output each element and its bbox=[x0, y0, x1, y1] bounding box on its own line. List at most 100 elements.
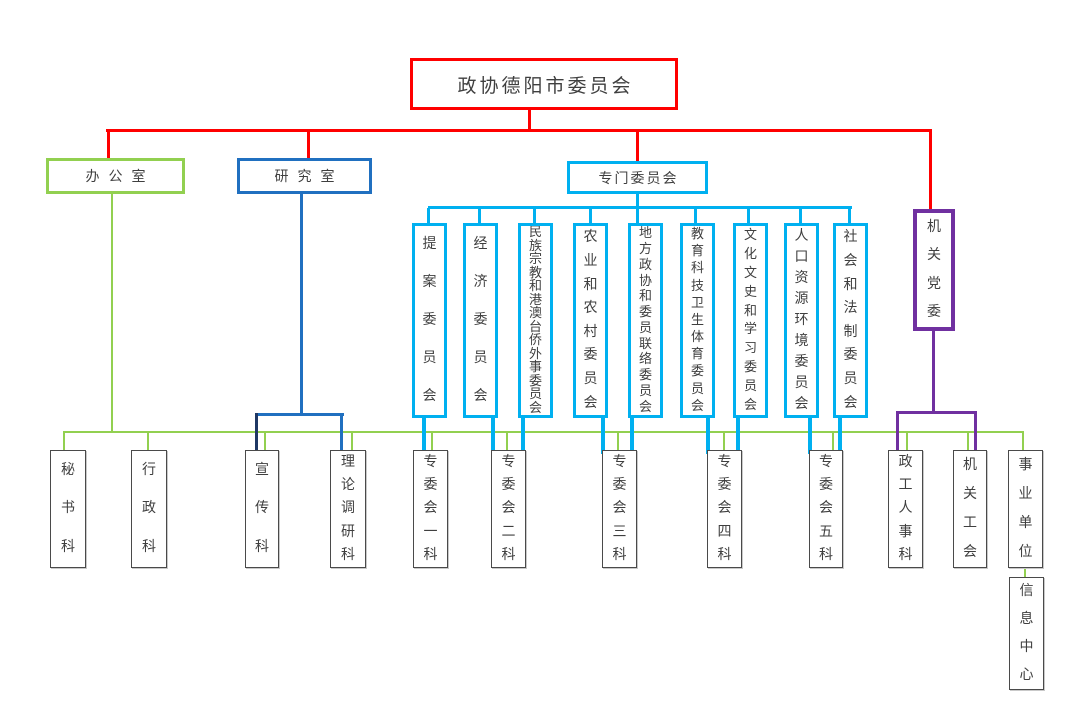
dept-box-zhuanweihui-5: 专委会五科 bbox=[809, 450, 843, 568]
dept-box-union: 机关工会 bbox=[953, 450, 987, 568]
dept-label: 信息中心 bbox=[1019, 583, 1034, 683]
connector-bus-to-xingzhengke bbox=[147, 433, 149, 452]
org-box-party-committee-label: 机关党委 bbox=[927, 218, 941, 321]
committee-box-ethnic-religious-foreign: 民族宗教和港澳台侨外事委员会 bbox=[518, 223, 553, 418]
org-box-special-committees-label: 专门委员会 bbox=[598, 170, 679, 187]
connector-bus-to-committee-1 bbox=[427, 208, 430, 223]
connector-bus-to-committee-9 bbox=[848, 208, 851, 223]
committee-label: 教育科技卫生体育委员会 bbox=[690, 227, 704, 414]
connector-research-to-lilundiaoyanke bbox=[340, 413, 343, 452]
committee-label: 文化文史和学习委员会 bbox=[743, 227, 757, 413]
connector-committee7-to-ke4 bbox=[736, 418, 740, 454]
connector-bus-to-mishuke bbox=[63, 431, 65, 452]
dept-box-info-center: 信息中心 bbox=[1009, 577, 1044, 690]
connector-bus-to-zhenggongrenshike bbox=[906, 433, 908, 452]
connector-committee3-to-ke2 bbox=[521, 418, 525, 454]
dept-label: 专委会四科 bbox=[717, 454, 732, 563]
connector-bus-to-lilundiaoyanke bbox=[351, 433, 353, 452]
connector-committee2-to-ke2 bbox=[491, 418, 495, 454]
connector-root-drop bbox=[528, 110, 531, 131]
dept-label: 专委会五科 bbox=[819, 454, 833, 563]
connector-committee4-to-ke3 bbox=[601, 418, 605, 454]
connector-committee9-to-ke5 bbox=[838, 418, 842, 454]
committee-box-agriculture-rural: 农业和农村委员会 bbox=[573, 223, 608, 418]
dept-box-zhuanweihui-4: 专委会四科 bbox=[707, 450, 742, 568]
connector-research-to-xuanchuanke bbox=[255, 413, 258, 452]
committee-box-society-law: 社会和法制委员会 bbox=[833, 223, 868, 418]
connector-bottom-bus bbox=[63, 431, 1023, 433]
dept-label: 专委会一科 bbox=[423, 454, 438, 563]
connector-bus-to-xuanchuanke bbox=[264, 433, 266, 452]
org-box-office-label: 办公室 bbox=[85, 169, 155, 185]
committee-box-local-cppcc-liaison: 地方政协和委员联络委员会 bbox=[628, 223, 663, 418]
connector-party-to-zhenggongrenshike bbox=[896, 411, 899, 452]
connector-party-riser bbox=[932, 331, 935, 413]
connector-committee5-to-ke3 bbox=[630, 418, 634, 454]
committee-box-proposal: 提案委员会 bbox=[412, 223, 447, 418]
dept-label: 行政科 bbox=[142, 461, 156, 556]
connector-root-to-research bbox=[307, 131, 310, 159]
connector-party-to-jiguangonghui bbox=[974, 411, 977, 452]
connector-bus-to-zhuanweihui5 bbox=[832, 433, 834, 452]
connector-bus-to-zhuanweihui4 bbox=[723, 433, 725, 452]
dept-label: 政工人事科 bbox=[898, 454, 913, 563]
connector-root-to-office bbox=[107, 131, 110, 159]
connector-bus-to-committee-2 bbox=[478, 208, 481, 223]
committee-label: 地方政协和委员联络委员会 bbox=[638, 226, 652, 415]
committee-box-culture-history-study: 文化文史和学习委员会 bbox=[733, 223, 768, 418]
dept-box-zhuanweihui-2: 专委会二科 bbox=[491, 450, 526, 568]
dept-box-administration: 行政科 bbox=[131, 450, 167, 568]
connector-bus-to-zhuanweihui3 bbox=[617, 433, 619, 452]
committee-label: 人口资源环境委员会 bbox=[794, 228, 809, 412]
connector-bus-to-committee-7 bbox=[747, 208, 750, 223]
org-box-party-committee: 机关党委 bbox=[913, 209, 955, 331]
dept-box-public-institutions: 事业单位 bbox=[1008, 450, 1043, 568]
committee-label: 社会和法制委员会 bbox=[843, 229, 858, 411]
dept-label: 宣传科 bbox=[255, 461, 269, 556]
committee-label: 农业和农村委员会 bbox=[583, 229, 598, 411]
connector-shiyedanwei-to-xinxizhongxin bbox=[1024, 568, 1026, 579]
org-box-research: 研究室 bbox=[237, 158, 372, 194]
connector-committee6-to-ke4 bbox=[706, 418, 710, 454]
org-box-root-label: 政协德阳市委员会 bbox=[457, 74, 634, 97]
dept-box-zhuanweihui-3: 专委会三科 bbox=[602, 450, 637, 568]
committee-label: 民族宗教和港澳台侨外事委员会 bbox=[528, 226, 542, 415]
connector-root-to-special bbox=[636, 131, 639, 162]
org-box-office: 办公室 bbox=[46, 158, 185, 194]
connector-root-bus bbox=[106, 129, 932, 132]
connector-bus-to-committee-6 bbox=[694, 208, 697, 223]
connector-bus-to-shiyedanwei bbox=[1022, 431, 1024, 452]
org-box-research-label: 研究室 bbox=[274, 169, 344, 185]
committee-label: 提案委员会 bbox=[422, 236, 437, 404]
org-box-special-committees: 专门委员会 bbox=[567, 161, 708, 194]
dept-box-zhuanweihui-1: 专委会一科 bbox=[413, 450, 448, 568]
connector-committee-bus bbox=[428, 206, 852, 209]
dept-label: 专委会二科 bbox=[501, 454, 516, 563]
connector-office-riser bbox=[111, 193, 113, 432]
dept-box-political-personnel: 政工人事科 bbox=[888, 450, 923, 568]
connector-bus-to-zhuanweihui1 bbox=[431, 433, 433, 452]
connector-bus-to-zhuanweihui2 bbox=[506, 433, 508, 452]
dept-label: 理论调研科 bbox=[341, 454, 355, 563]
connector-bus-to-jiguangonghui bbox=[967, 433, 969, 452]
dept-label: 秘书科 bbox=[61, 461, 75, 556]
connector-root-to-party bbox=[929, 131, 932, 210]
connector-research-split bbox=[255, 413, 344, 416]
dept-label: 专委会三科 bbox=[612, 454, 627, 563]
committee-box-education-science-health-sports: 教育科技卫生体育委员会 bbox=[680, 223, 715, 418]
committee-label: 经济委员会 bbox=[473, 236, 488, 404]
dept-label: 机关工会 bbox=[963, 457, 977, 560]
connector-committee1-to-ke1 bbox=[422, 418, 426, 454]
connector-party-split bbox=[896, 411, 977, 414]
dept-box-theory-research: 理论调研科 bbox=[330, 450, 366, 568]
connector-research-riser bbox=[300, 193, 303, 416]
dept-label: 事业单位 bbox=[1018, 457, 1033, 560]
dept-box-publicity: 宣传科 bbox=[245, 450, 279, 568]
connector-bus-to-committee-4 bbox=[589, 208, 592, 223]
org-box-root: 政协德阳市委员会 bbox=[410, 58, 678, 110]
committee-box-population-resources-environment: 人口资源环境委员会 bbox=[784, 223, 819, 418]
connector-bus-to-committee-8 bbox=[799, 208, 802, 223]
committee-box-economy: 经济委员会 bbox=[463, 223, 498, 418]
connector-committee8-to-ke5 bbox=[808, 418, 812, 454]
